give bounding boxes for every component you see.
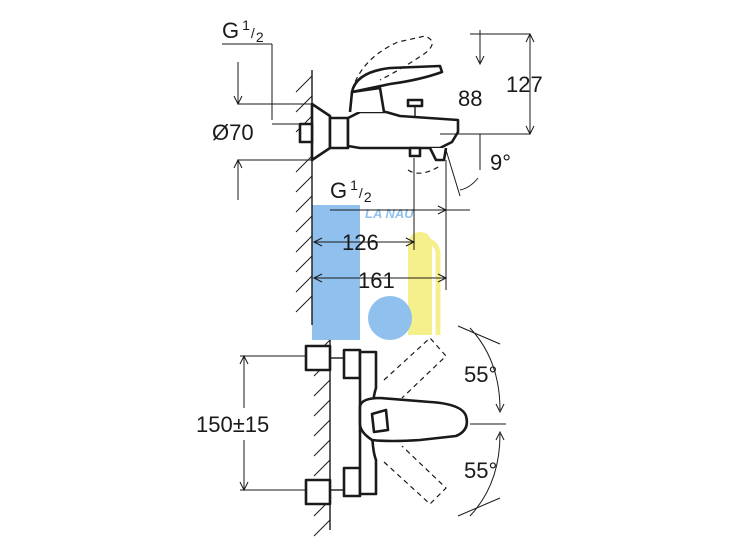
- dimension-lines-side: [222, 30, 535, 290]
- outlet-swing: [407, 165, 441, 174]
- spout-outlet: [408, 146, 422, 158]
- watermark-text: LA NAU: [365, 206, 414, 221]
- angle-spout-label: 9°: [490, 150, 511, 175]
- length-126-label: 126: [342, 230, 379, 255]
- angle-bottom-label: 55°: [464, 458, 497, 483]
- lever-slot: [370, 408, 390, 434]
- lever: [350, 64, 444, 94]
- connection-nut: [328, 116, 350, 150]
- faucet-top-view: [304, 325, 506, 517]
- wall-connector: [298, 122, 314, 144]
- upper-connector: [304, 344, 332, 372]
- wall-hatching-top: [295, 75, 313, 313]
- watermark-blue-bar: [312, 205, 360, 340]
- length-161-label: 161: [358, 268, 395, 293]
- diameter-label: Ø70: [212, 120, 254, 145]
- height-spout-label: 88: [458, 86, 482, 111]
- faucet-side-view: [298, 35, 460, 174]
- lower-nut: [342, 466, 362, 498]
- watermark-blue-circle: [368, 296, 412, 340]
- angle-top-label: 55°: [464, 362, 497, 387]
- hose-outlet: [428, 147, 448, 162]
- dimension-center-distance: [239, 354, 306, 492]
- lever-swing-upper: [383, 337, 447, 399]
- escutcheon: [310, 102, 332, 162]
- lever-sweep: [351, 35, 433, 91]
- diverter-knob-cap: [406, 98, 424, 108]
- lever-swing-lower: [383, 445, 447, 505]
- center-distance-label: 150±15: [196, 412, 269, 437]
- faucet-body: [346, 110, 460, 150]
- height-total-label: 127: [506, 72, 543, 97]
- upper-nut: [342, 348, 362, 380]
- watermark-logo: LA NAU: [312, 205, 441, 340]
- lower-connector: [304, 478, 332, 506]
